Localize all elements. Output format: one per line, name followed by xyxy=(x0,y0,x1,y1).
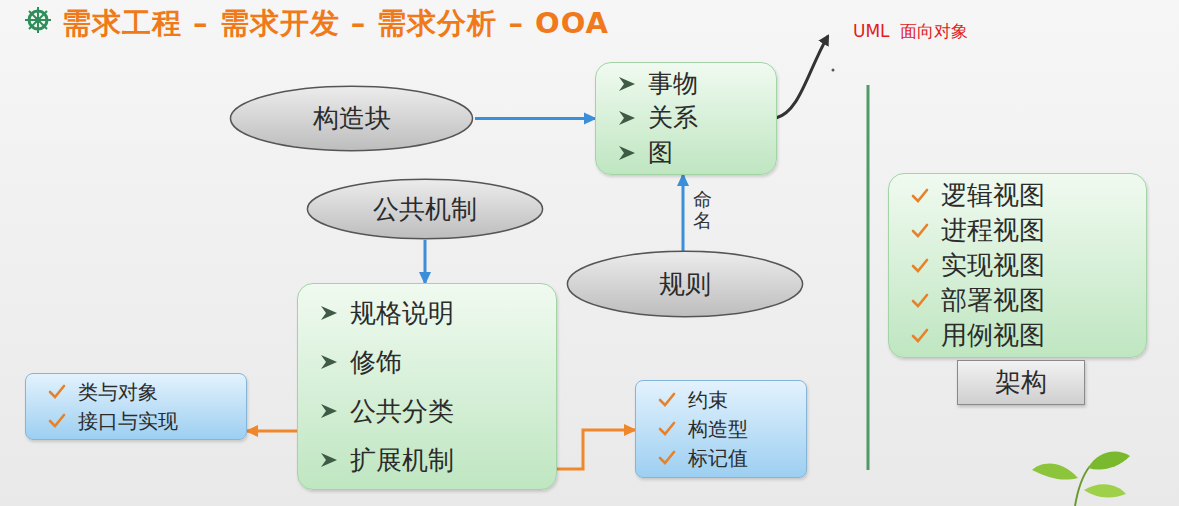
list-box: 逻辑视图进程视图实现视图部署视图用例视图 xyxy=(888,173,1147,358)
note-label: UML 面向对象 xyxy=(853,20,968,43)
check-bullet xyxy=(658,420,676,438)
list-item: 事物 xyxy=(618,68,762,100)
list-box: 类与对象接口与实现 xyxy=(25,373,247,440)
node-text: 事物 xyxy=(648,68,698,100)
node-text: 逻辑视图 xyxy=(941,180,1045,211)
list-item: 类与对象 xyxy=(48,379,232,405)
connector-arrow xyxy=(475,117,595,120)
diagram-title: 需求工程 – 需求开发 – 需求分析 – OOA xyxy=(62,4,609,44)
list-item: 扩展机制 xyxy=(320,443,542,477)
list-item: 公共分类 xyxy=(320,394,542,428)
node-text: 标记值 xyxy=(688,445,748,471)
connector-arrow xyxy=(247,430,297,433)
arrow-bullet xyxy=(320,402,338,420)
arrow-bullet xyxy=(618,75,636,93)
check-bullet xyxy=(658,391,676,409)
check-bullet xyxy=(911,327,929,345)
arrow-bullet xyxy=(320,451,338,469)
node-text: 规则 xyxy=(659,267,711,302)
node-text: 实现视图 xyxy=(941,250,1045,281)
node-text: 接口与实现 xyxy=(78,408,178,434)
node-text: 公共机制 xyxy=(373,192,477,227)
caption-box: 架构 xyxy=(957,360,1085,405)
check-bullet xyxy=(658,449,676,467)
list-box: 约束构造型标记值 xyxy=(635,380,807,478)
node-text: 关系 xyxy=(648,102,698,134)
dot xyxy=(832,69,835,72)
list-item: 关系 xyxy=(618,102,762,134)
list-item: 规格说明 xyxy=(320,296,542,330)
arrow-bullet xyxy=(320,353,338,371)
title-icon xyxy=(25,7,51,33)
node-text: 构造块 xyxy=(313,101,391,136)
node-text: 公共分类 xyxy=(350,394,454,428)
node-text: 用例视图 xyxy=(941,320,1045,351)
arrow-bullet xyxy=(618,109,636,127)
list-item: 用例视图 xyxy=(911,320,1132,351)
list-item: 构造型 xyxy=(658,416,792,442)
node-text: 构造型 xyxy=(688,416,748,442)
list-item: 接口与实现 xyxy=(48,408,232,434)
list-item: 图 xyxy=(618,137,762,169)
curved-arrow xyxy=(776,36,828,118)
connector-arrow xyxy=(424,240,427,283)
node-text: 修饰 xyxy=(350,345,402,379)
divider-line xyxy=(867,85,870,470)
list-item: 修饰 xyxy=(320,345,542,379)
node-text: 类与对象 xyxy=(78,379,158,405)
list-item: 进程视图 xyxy=(911,215,1132,246)
list-item: 约束 xyxy=(658,387,792,413)
list-item: 标记值 xyxy=(658,445,792,471)
arrow-bullet xyxy=(320,304,338,322)
node-text: 架构 xyxy=(995,365,1047,400)
check-bullet xyxy=(911,187,929,205)
leaf-decoration xyxy=(1032,452,1130,506)
concept-ellipse: 公共机制 xyxy=(305,178,545,240)
list-item: 实现视图 xyxy=(911,250,1132,281)
node-text: 规格说明 xyxy=(350,296,454,330)
check-bullet xyxy=(48,412,66,430)
connector-arrow xyxy=(557,430,635,469)
list-box: 事物关系图 xyxy=(595,62,777,175)
concept-ellipse: 构造块 xyxy=(228,85,475,152)
check-bullet xyxy=(911,222,929,240)
check-bullet xyxy=(911,292,929,310)
node-text: 图 xyxy=(648,137,673,169)
concept-ellipse: 规则 xyxy=(565,250,805,318)
connector-arrow xyxy=(682,175,685,252)
edge-label: 命名 xyxy=(693,189,712,231)
node-text: 约束 xyxy=(688,387,728,413)
check-bullet xyxy=(911,257,929,275)
node-text: 进程视图 xyxy=(941,215,1045,246)
arrow-bullet xyxy=(618,144,636,162)
list-box: 规格说明修饰公共分类扩展机制 xyxy=(297,283,557,490)
node-text: 扩展机制 xyxy=(350,443,454,477)
list-item: 逻辑视图 xyxy=(911,180,1132,211)
list-item: 部署视图 xyxy=(911,285,1132,316)
check-bullet xyxy=(48,383,66,401)
node-text: 部署视图 xyxy=(941,285,1045,316)
